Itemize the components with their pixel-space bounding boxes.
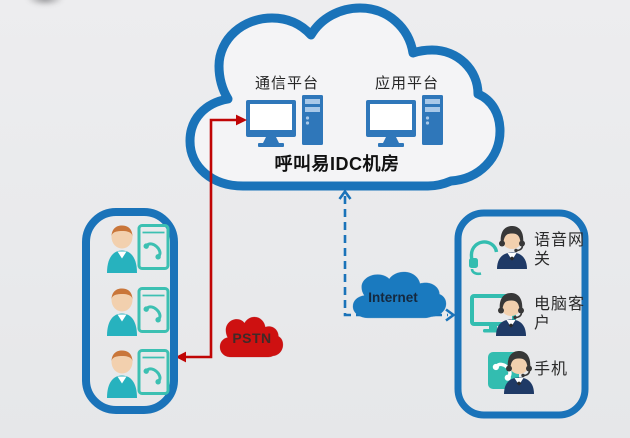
pstn-red-line [186, 118, 236, 359]
left-group-box [82, 208, 178, 414]
right-group-box [454, 209, 589, 419]
communication-platform-label: 通信平台 [254, 75, 319, 92]
headset-icon [467, 240, 499, 276]
agent-operator-icon [496, 225, 528, 270]
caller-with-phone-icon [105, 287, 170, 338]
top-edge-smudge [26, 0, 64, 6]
mobile-phone-label: 手机 [534, 361, 569, 378]
caller-with-phone-icon [105, 224, 170, 275]
arrow-right-icon [445, 308, 456, 322]
idc-room-title: 呼叫易IDC机房 [274, 154, 400, 174]
agent-operator-icon [495, 292, 527, 337]
arrow-left-icon [175, 351, 186, 363]
internet-label: Internet [368, 290, 418, 305]
pstn-label: PSTN [232, 330, 272, 346]
caller-with-phone-icon [105, 349, 170, 400]
arrow-up-icon [338, 189, 352, 200]
pc-client-label: 电脑客户 [534, 296, 586, 332]
voice-gateway-label: 语音网关 [534, 232, 586, 268]
arrow-right-icon [236, 114, 247, 126]
application-platform-label: 应用平台 [374, 75, 439, 92]
